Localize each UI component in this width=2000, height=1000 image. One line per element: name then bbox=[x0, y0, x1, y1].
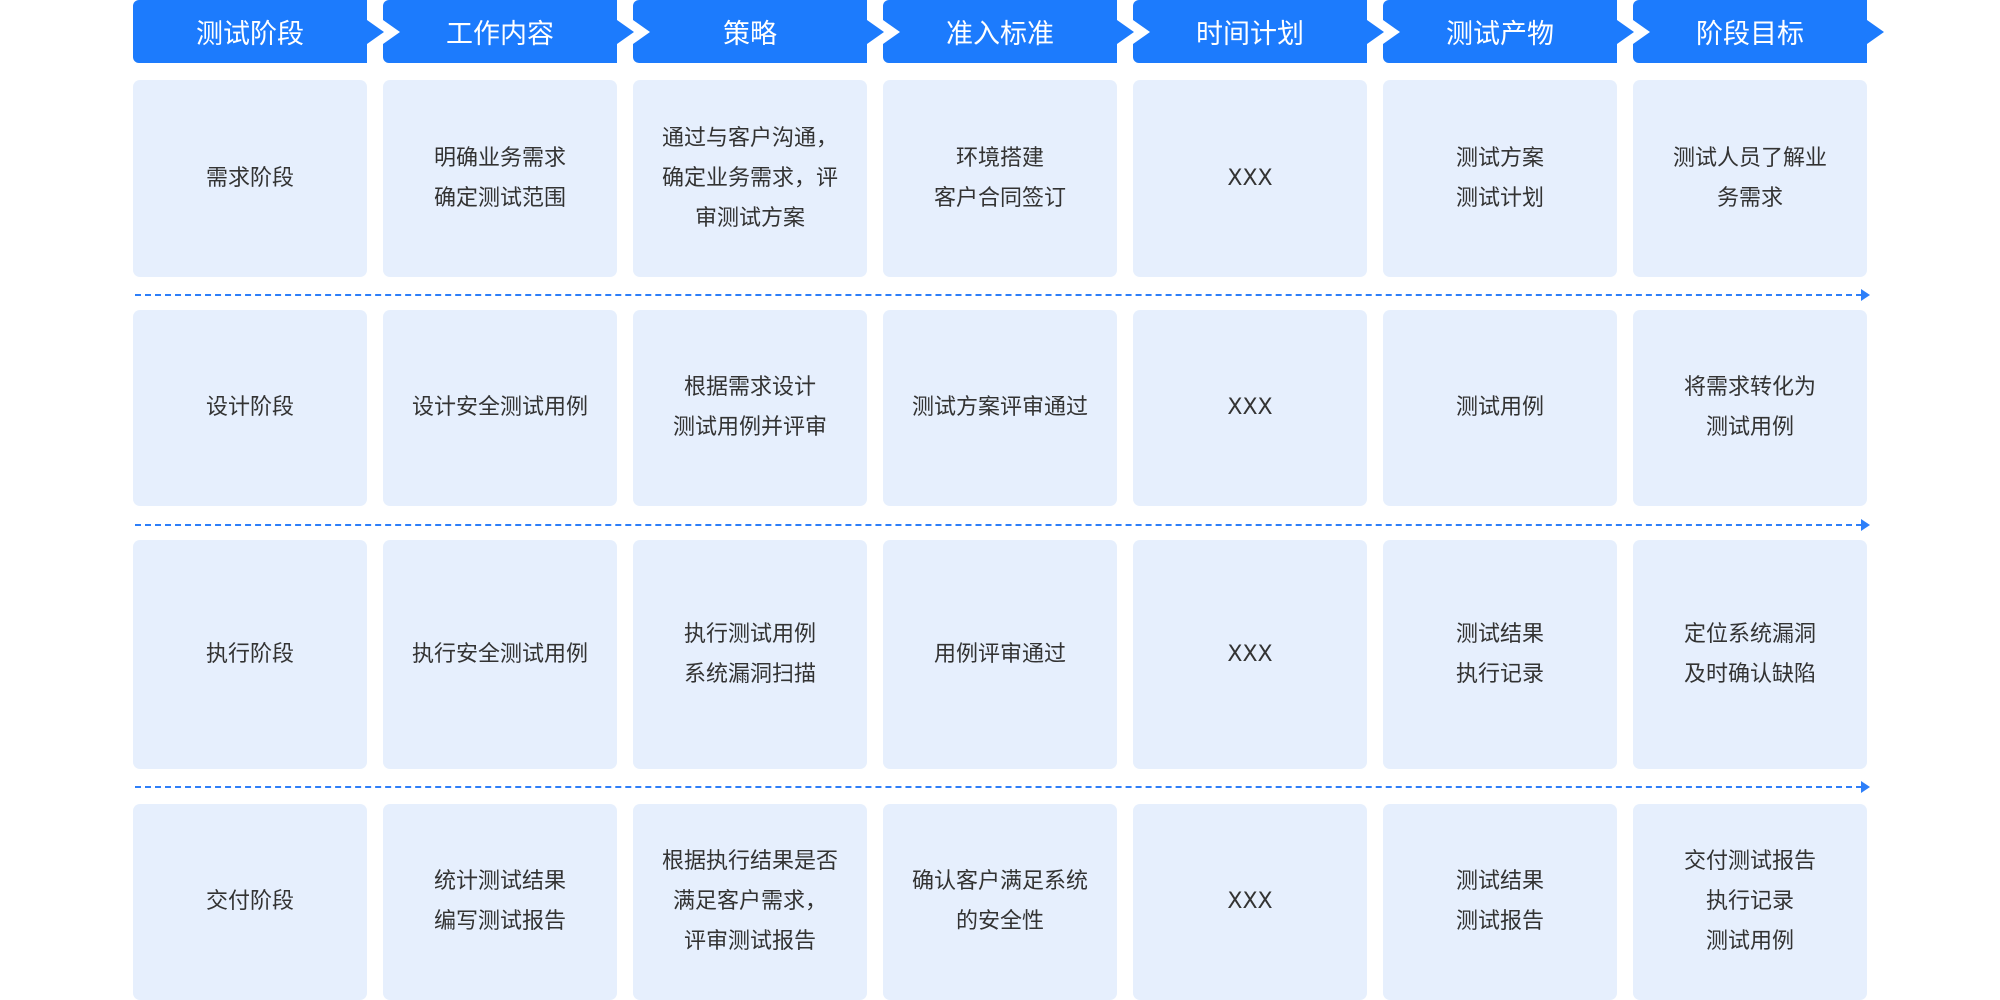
cell-r2-c3: 用例评审通过 bbox=[883, 540, 1117, 769]
cell-r1-c1: 设计安全测试用例 bbox=[383, 310, 617, 506]
cell-r0-c5: 测试方案 测试计划 bbox=[1383, 80, 1617, 277]
header-1: 工作内容 bbox=[383, 0, 635, 63]
header-arrow-shape bbox=[1133, 0, 1384, 63]
header-arrow-shape bbox=[633, 0, 884, 63]
header-arrow-shape bbox=[1633, 0, 1884, 63]
header-3: 准入标准 bbox=[883, 0, 1135, 63]
cell-r2-c5: 测试结果 执行记录 bbox=[1383, 540, 1617, 769]
cell-r2-c6: 定位系统漏洞 及时确认缺陷 bbox=[1633, 540, 1867, 769]
header-arrow-shape bbox=[133, 0, 384, 63]
cell-r0-c2: 通过与客户沟通， 确定业务需求，评 审测试方案 bbox=[633, 80, 867, 277]
dashed-arrow-divider bbox=[135, 519, 1870, 531]
header-label: 策略 bbox=[723, 19, 777, 50]
header-arrow-shape bbox=[383, 0, 634, 63]
cell-r1-c6: 将需求转化为 测试用例 bbox=[1633, 310, 1867, 506]
header-6: 阶段目标 bbox=[1633, 0, 1885, 63]
cell-r3-c4: XXX bbox=[1133, 804, 1367, 1000]
header-2: 策略 bbox=[633, 0, 885, 63]
header-label: 时间计划 bbox=[1196, 19, 1304, 50]
cell-r2-c1: 执行安全测试用例 bbox=[383, 540, 617, 769]
header-0: 测试阶段 bbox=[133, 0, 385, 63]
header-5: 测试产物 bbox=[1383, 0, 1635, 63]
cell-r2-c2: 执行测试用例 系统漏洞扫描 bbox=[633, 540, 867, 769]
header-arrow-shape bbox=[1383, 0, 1634, 63]
cell-r0-c3: 环境搭建 客户合同签订 bbox=[883, 80, 1117, 277]
cell-r1-c2: 根据需求设计 测试用例并评审 bbox=[633, 310, 867, 506]
cell-r3-c2: 根据执行结果是否 满足客户需求， 评审测试报告 bbox=[633, 804, 867, 1000]
cell-r3-c1: 统计测试结果 编写测试报告 bbox=[383, 804, 617, 1000]
cell-r0-c6: 测试人员了解业 务需求 bbox=[1633, 80, 1867, 277]
header-label: 准入标准 bbox=[946, 19, 1054, 50]
header-arrow-shape bbox=[883, 0, 1134, 63]
header-label: 测试产物 bbox=[1446, 19, 1554, 50]
cell-r0-c0: 需求阶段 bbox=[133, 80, 367, 277]
cell-r2-c0: 执行阶段 bbox=[133, 540, 367, 769]
dashed-arrow-divider bbox=[135, 289, 1870, 301]
cell-r0-c1: 明确业务需求 确定测试范围 bbox=[383, 80, 617, 277]
cell-r3-c3: 确认客户满足系统 的安全性 bbox=[883, 804, 1117, 1000]
cell-r1-c3: 测试方案评审通过 bbox=[883, 310, 1117, 506]
cell-r3-c5: 测试结果 测试报告 bbox=[1383, 804, 1617, 1000]
header-label: 测试阶段 bbox=[196, 19, 304, 50]
cell-r3-c0: 交付阶段 bbox=[133, 804, 367, 1000]
cell-r0-c4: XXX bbox=[1133, 80, 1367, 277]
dashed-arrow-divider bbox=[135, 781, 1870, 793]
cell-r2-c4: XXX bbox=[1133, 540, 1367, 769]
header-label: 工作内容 bbox=[446, 19, 554, 50]
header-4: 时间计划 bbox=[1133, 0, 1385, 63]
cell-r3-c6: 交付测试报告 执行记录 测试用例 bbox=[1633, 804, 1867, 1000]
header-label: 阶段目标 bbox=[1696, 19, 1804, 50]
cell-r1-c0: 设计阶段 bbox=[133, 310, 367, 506]
cell-r1-c5: 测试用例 bbox=[1383, 310, 1617, 506]
cell-r1-c4: XXX bbox=[1133, 310, 1367, 506]
